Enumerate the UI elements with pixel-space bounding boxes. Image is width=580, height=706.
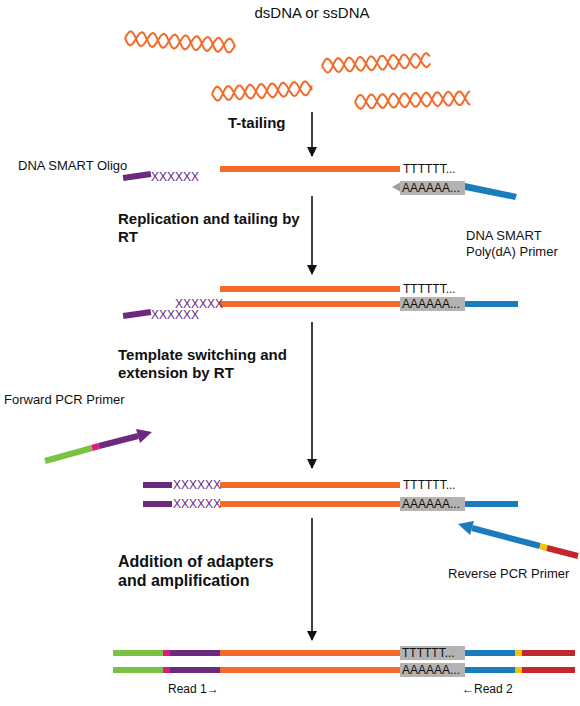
sequence-tag: TTTTTT... bbox=[403, 478, 456, 492]
sequence-tag: XXXXXX bbox=[173, 497, 221, 511]
step-label: Replication and tailing by RT bbox=[118, 210, 303, 246]
forward-primer bbox=[45, 429, 152, 461]
step4-strands bbox=[113, 650, 575, 673]
helix-strand bbox=[355, 92, 470, 109]
step-label: Template switching and extension by RT bbox=[118, 346, 303, 382]
helix-strand bbox=[212, 81, 312, 100]
helix-strand bbox=[322, 53, 430, 72]
part-label: Reverse PCR Primer bbox=[448, 566, 569, 582]
helix-strand bbox=[322, 54, 430, 72]
sequence-tag: XXXXXX bbox=[151, 170, 199, 184]
sequence-tag: AAAAAA... bbox=[400, 663, 465, 677]
sequence-tag: TTTTTT... bbox=[403, 162, 456, 176]
sequence-tag: TTTTTT... bbox=[403, 282, 456, 296]
step1-strands bbox=[123, 166, 517, 200]
sequence-tag: AAAAAA... bbox=[400, 297, 465, 311]
helix-strand bbox=[125, 32, 235, 52]
part-label: DNA SMART Poly(dA) Primer bbox=[466, 228, 576, 259]
read-label: ←Read 2 bbox=[462, 682, 513, 696]
step-label: Addition of adapters and amplification bbox=[118, 552, 303, 590]
title: dsDNA or ssDNA bbox=[220, 4, 404, 22]
helix-strand bbox=[212, 82, 312, 100]
dna-helices bbox=[125, 31, 470, 108]
sequence-tag: XXXXXX bbox=[175, 297, 223, 311]
helix-strand bbox=[125, 31, 235, 52]
read-label: Read 1→ bbox=[168, 682, 219, 696]
part-label: Forward PCR Primer bbox=[4, 392, 125, 408]
flow-arrows bbox=[311, 112, 313, 640]
helix-strand bbox=[355, 91, 470, 108]
sequence-tag: AAAAAA... bbox=[400, 497, 465, 511]
sequence-tag: AAAAAA... bbox=[400, 181, 465, 195]
part-label: DNA SMART Oligo bbox=[18, 158, 127, 174]
sequence-tag: XXXXXX bbox=[173, 478, 221, 492]
reverse-primer bbox=[458, 521, 578, 556]
step-label: T-tailing bbox=[228, 114, 286, 132]
sequence-tag: TTTTTT... bbox=[400, 646, 465, 660]
